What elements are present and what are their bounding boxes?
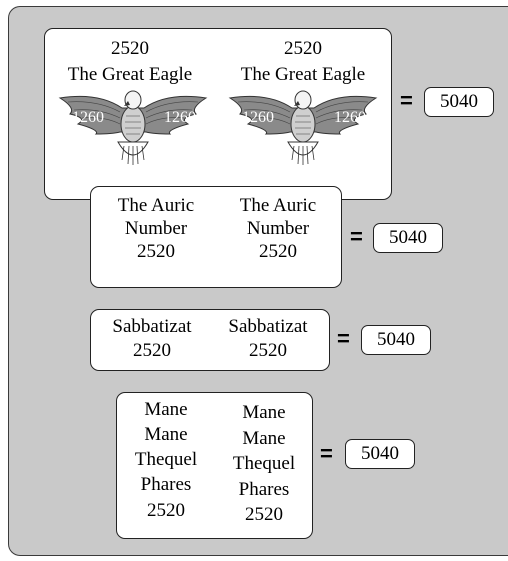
- mane-left-line-1: Mane: [144, 399, 188, 420]
- mane-thequel-box: [116, 392, 313, 539]
- mane-left-line-3: Thequel: [134, 449, 198, 470]
- sabbatizat-left-line-1: Sabbatizat: [112, 316, 192, 337]
- auric-left-line-3: 2520: [137, 241, 175, 262]
- equals-sign: =: [337, 326, 350, 351]
- mane-left-line-2: Mane: [144, 424, 188, 445]
- sabbatizat-box: [90, 309, 330, 371]
- auric-left-line-2: Number: [124, 218, 188, 239]
- mane-right-line-2: Mane: [242, 428, 286, 449]
- sabbatizat-right-line-1: Sabbatizat: [228, 316, 308, 337]
- sabbatizat-left-line-2: 2520: [133, 340, 171, 361]
- auric-number-box: [90, 186, 342, 288]
- eagle-left-wing-left: 1260: [72, 109, 104, 126]
- mane-right-line-4: Phares: [238, 479, 290, 500]
- eagle-left-number: 2520: [111, 38, 149, 59]
- mane-right-line-1: Mane: [242, 402, 286, 423]
- result-box: 5040: [361, 325, 431, 355]
- mane-left-line-4: Phares: [140, 474, 192, 495]
- eagle-right-number: 2520: [284, 38, 322, 59]
- mane-right-line-3: Thequel: [232, 453, 296, 474]
- equals-sign: =: [320, 441, 333, 466]
- eagle-left-label: The Great Eagle: [67, 64, 193, 85]
- result-box: 5040: [373, 223, 443, 253]
- sabbatizat-right-line-2: 2520: [249, 340, 287, 361]
- equals-sign: =: [400, 88, 413, 113]
- result-box: 5040: [424, 87, 494, 117]
- eagle-left-icon: [58, 90, 208, 165]
- eagle-right-icon: [228, 90, 378, 165]
- result-box: 5040: [345, 439, 415, 469]
- eagle-left-wing-right: 1260: [164, 109, 196, 126]
- mane-left-line-5: 2520: [147, 500, 185, 521]
- auric-right-line-1: The Auric: [239, 195, 317, 216]
- auric-left-line-1: The Auric: [117, 195, 195, 216]
- auric-right-line-2: Number: [246, 218, 310, 239]
- eagle-right-label: The Great Eagle: [240, 64, 366, 85]
- eagle-right-wing-left: 1260: [242, 109, 274, 126]
- auric-right-line-3: 2520: [259, 241, 297, 262]
- equals-sign: =: [350, 224, 363, 249]
- eagle-right-wing-right: 1260: [334, 109, 366, 126]
- mane-right-line-5: 2520: [245, 504, 283, 525]
